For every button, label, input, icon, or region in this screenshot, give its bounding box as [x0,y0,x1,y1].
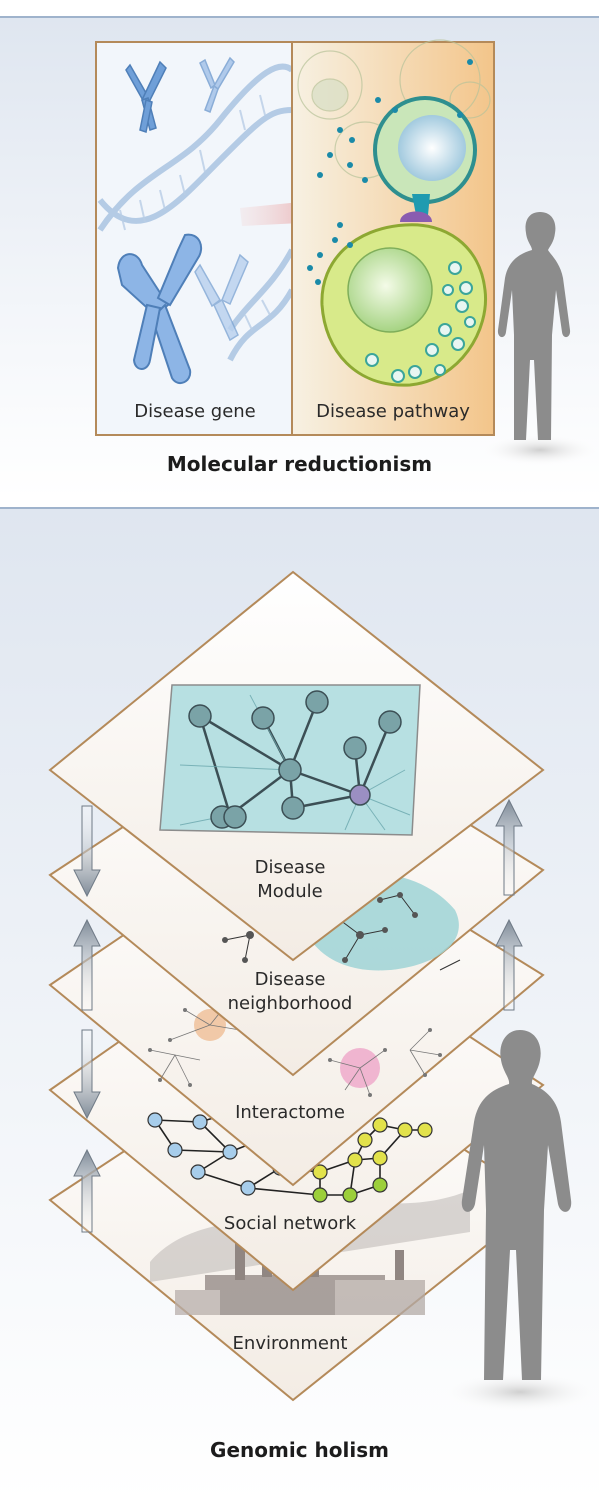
disease-pathway-frame [291,39,495,436]
signal-molecules [307,59,473,285]
person-silhouette-icon [480,212,599,466]
interactome-label: Interactome [235,1102,345,1123]
disease-gene-label: Disease gene [134,401,256,422]
disease-neighborhood-label: Disease neighborhood [120,968,460,1016]
dna-helix-illustration [97,63,295,362]
disease-module-label-line2: Module [257,881,323,902]
disease-neighborhood-label-line1: Disease [254,969,326,990]
environment-label: Environment [232,1333,348,1354]
person-silhouette-large-icon [440,1030,599,1412]
disease-gene-frame [95,41,350,436]
layer-arrows-right [495,798,523,1011]
interactome-graph [149,999,441,1096]
chromosome-large-icon [116,233,203,385]
disease-module-label: Disease Module [120,856,460,904]
disease-pathway-label: Disease pathway [316,401,470,422]
disease-module-label-line1: Disease [254,857,326,878]
target-cell-lower [320,223,488,387]
layer-arrows-left [73,805,101,1233]
molecular-reductionism-title: Molecular reductionism [166,452,433,476]
immune-cell-upper [373,96,477,222]
layer-disease-module [48,570,545,962]
social-network-label: Social network [223,1213,357,1234]
genomic-holism-title: Genomic holism [210,1438,389,1462]
disease-neighborhood-label-line2: neighborhood [227,993,353,1014]
chromosome-small-icon [125,60,167,133]
